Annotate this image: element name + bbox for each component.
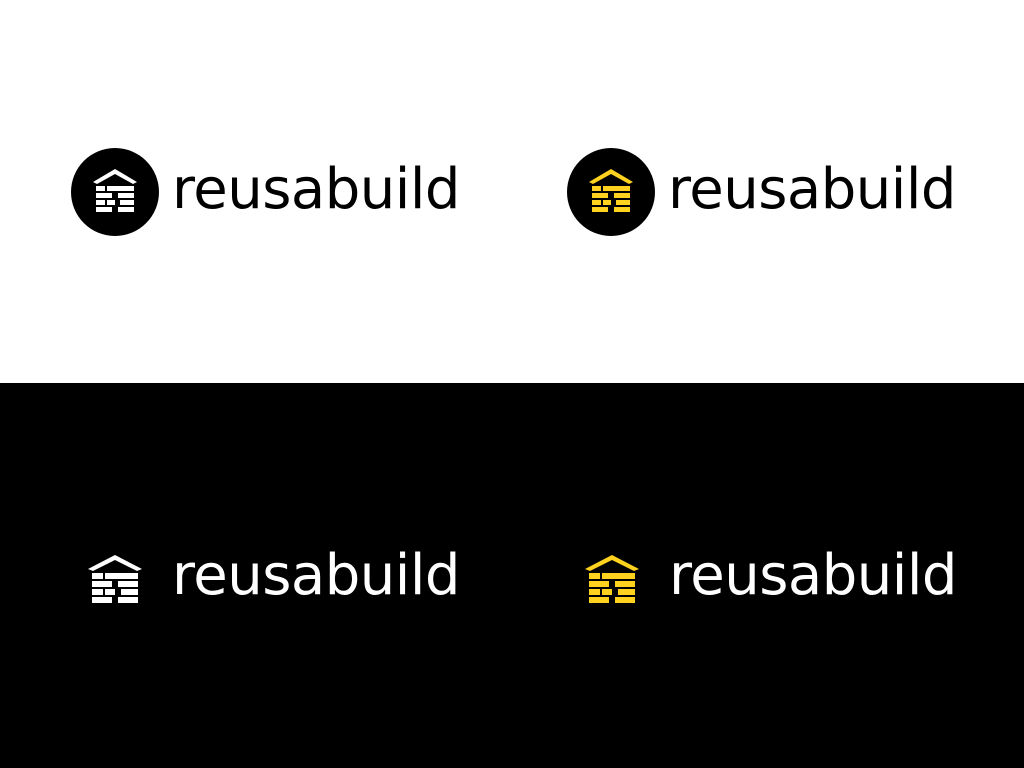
logo-badge-yellow-icon: reusabuild <box>567 147 956 237</box>
logo-dark-yellow-icon: reusabuild <box>585 533 957 623</box>
dark-background-panel <box>0 383 1024 768</box>
light-background-panel <box>0 0 1024 383</box>
wordmark: reusabuild <box>172 157 460 222</box>
house-bricks-icon <box>88 553 142 603</box>
wordmark: reusabuild <box>668 157 956 222</box>
logo-badge-white-icon: reusabuild <box>71 147 460 237</box>
wordmark: reusabuild <box>172 543 460 608</box>
logo-dark-white-icon: reusabuild <box>88 533 460 623</box>
wordmark: reusabuild <box>669 543 957 608</box>
house-bricks-icon <box>71 148 159 236</box>
house-bricks-icon <box>567 148 655 236</box>
house-bricks-icon <box>585 553 639 603</box>
